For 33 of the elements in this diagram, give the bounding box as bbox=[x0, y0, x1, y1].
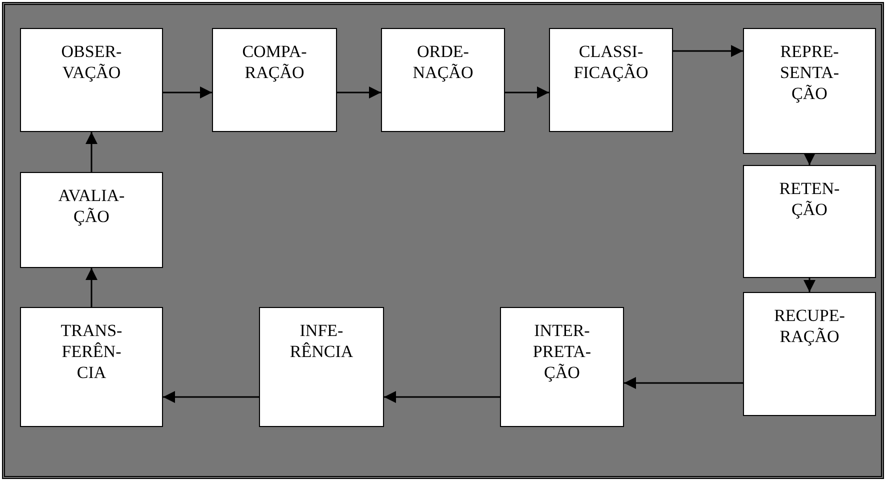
process-box bbox=[743, 292, 876, 416]
box-label: AVALIA- ÇÃO bbox=[58, 185, 125, 227]
arrow bbox=[505, 86, 549, 98]
process-box bbox=[259, 307, 384, 427]
arrow bbox=[804, 153, 816, 165]
arrow bbox=[163, 86, 212, 98]
process-box bbox=[743, 165, 876, 278]
arrow bbox=[384, 391, 500, 403]
box-label: RETEN- ÇÃO bbox=[779, 178, 840, 220]
arrow bbox=[624, 377, 743, 389]
arrow bbox=[86, 268, 98, 307]
process-box bbox=[212, 28, 337, 132]
arrow bbox=[86, 132, 98, 172]
box-label: REPRE- SENTA- ÇÃO bbox=[780, 41, 840, 104]
process-box bbox=[381, 28, 505, 132]
process-box bbox=[20, 307, 163, 427]
box-label: RECUPE- RAÇÃO bbox=[774, 305, 845, 347]
process-box bbox=[743, 28, 876, 154]
box-label: OBSER- VAÇÃO bbox=[61, 41, 122, 83]
process-box bbox=[549, 28, 673, 132]
arrow bbox=[804, 278, 816, 292]
process-box bbox=[500, 307, 624, 427]
arrow bbox=[163, 391, 259, 403]
box-label: COMPA- RAÇÃO bbox=[242, 41, 307, 83]
process-box bbox=[20, 28, 163, 132]
box-label: CLASSI- FICAÇÃO bbox=[574, 41, 648, 83]
arrow bbox=[673, 45, 743, 57]
box-label: INTER- PRETA- ÇÃO bbox=[532, 320, 592, 383]
box-label: ORDE- NAÇÃO bbox=[412, 41, 474, 83]
process-box bbox=[20, 172, 163, 268]
box-label: INFE- RÊNCIA bbox=[290, 320, 354, 362]
arrow bbox=[337, 86, 381, 98]
box-label: TRANS- FERÊN- CIA bbox=[60, 320, 122, 383]
